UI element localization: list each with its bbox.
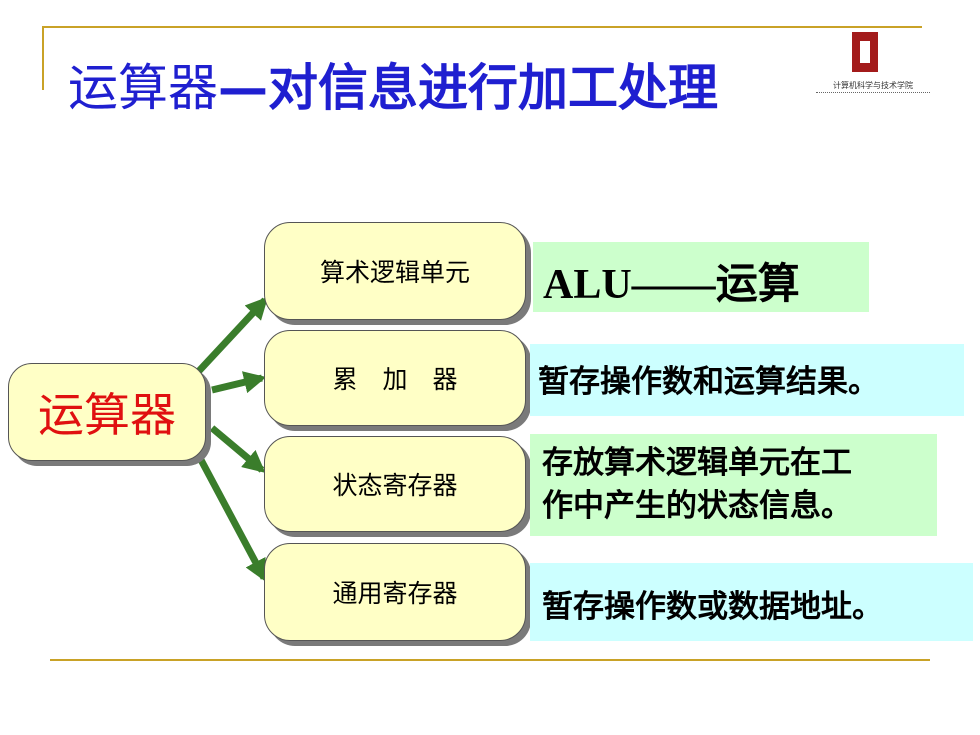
node-alu: 算术逻辑单元 [264,222,526,320]
arrow-to-accumulator [211,371,267,394]
college-logo-text: 计算机科学与技术学院 [833,81,913,90]
arrow-to-status-register [209,425,266,473]
desc-status-line2: 作中产生的状态信息。 [542,488,852,524]
desc-status-line1: 存放算术逻辑单元在工 [542,445,852,481]
desc-accumulator: 暂存操作数和运算结果。 [530,344,964,416]
desc-alu: ALU——运算 [533,242,869,312]
slide-title-part1: 运算器 [68,59,218,117]
college-logo-subline [816,92,930,96]
college-logo-icon [852,32,878,72]
desc-general-register: 暂存操作数或数据地址。 [530,563,973,641]
node-status-register: 状态寄存器 [264,436,526,532]
node-general-register: 通用寄存器 [264,543,526,641]
college-logo: 计算机科学与技术学院 [814,28,932,108]
root-node-alu-unit: 运算器 [8,363,206,461]
frame-bottom-line [50,659,930,661]
frame-top-line [42,26,922,28]
desc-alu-latin: ALU—— [543,262,716,308]
slide-title-part2: —对信息进行加工处理 [218,59,718,117]
desc-alu-cjk: 运算 [715,259,800,308]
slide-title: 运算器—对信息进行加工处理 [68,58,718,118]
frame-left-line [42,26,44,90]
arrow-to-alu [195,296,269,375]
desc-status-register: 存放算术逻辑单元在工 作中产生的状态信息。 [530,434,937,536]
node-accumulator: 累 加 器 [264,330,526,426]
arrow-to-general-register [196,456,268,582]
